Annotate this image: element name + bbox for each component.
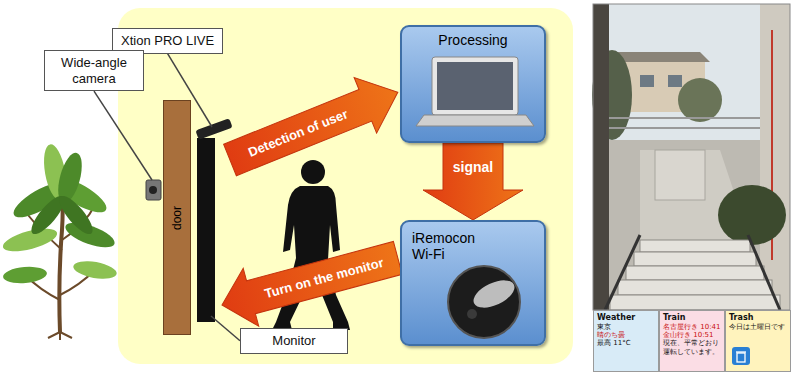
- camera-icon: [146, 180, 161, 200]
- door-panel: door: [163, 100, 191, 335]
- sensor-icon: [195, 118, 232, 140]
- scene-background: [118, 8, 573, 364]
- node-title: iRemocon Wi-Fi: [402, 222, 484, 262]
- node-title: Xtion PRO LIVE: [121, 33, 214, 49]
- node-text: 最高 11°C: [597, 339, 655, 347]
- node-title: Train: [663, 313, 721, 323]
- node-title: Processing: [402, 27, 544, 48]
- node-title: Weather: [597, 313, 655, 323]
- plant-illustration: [1, 143, 118, 340]
- info-panel: Weather東京晴のち曇最高 11°C: [593, 310, 659, 372]
- callout-box: Monitor: [240, 328, 348, 354]
- monitor-bar: [197, 138, 215, 322]
- info-panel: Trash今日は土曜日です: [725, 310, 791, 372]
- leader-line: [94, 91, 152, 180]
- leader-line: [211, 316, 240, 341]
- node-title: Trash: [729, 313, 787, 323]
- node-text: 晴のち曇: [597, 331, 655, 339]
- node-text: 現在、平常どおり運転しています。: [663, 339, 721, 356]
- arrow-label: Turn on the monitor: [263, 255, 385, 301]
- node-text: 名古屋行き 10:41: [663, 323, 721, 331]
- node-title: Wide-angle camera: [53, 55, 135, 86]
- node-title: Monitor: [249, 333, 339, 349]
- signal-arrow: [423, 143, 523, 220]
- node-title: door: [170, 205, 184, 229]
- detection-arrow: [219, 64, 409, 187]
- trash-icon: [732, 347, 750, 365]
- node-text: 東京: [597, 323, 655, 331]
- arrow-label: Detection of user: [246, 106, 350, 160]
- info-panel: Train名古屋行き 10:41金山行き 10:51現在、平常どおり運転していま…: [659, 310, 725, 372]
- turn-on-arrow: [214, 229, 405, 334]
- node-text: 金山行き 10:51: [663, 331, 721, 339]
- edge-label: signal: [453, 159, 493, 175]
- device-box: iRemocon Wi-Fi: [400, 220, 546, 346]
- entrance-photo: [592, 4, 790, 310]
- process-box: Processing: [400, 25, 546, 143]
- callout-box: Wide-angle camera: [44, 50, 144, 91]
- node-text: 今日は土曜日です: [729, 323, 787, 331]
